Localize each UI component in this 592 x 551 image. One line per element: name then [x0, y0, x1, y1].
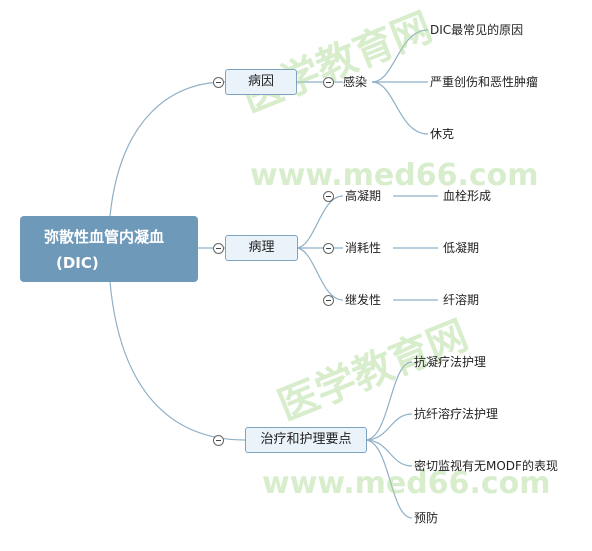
collapse-toggle-path-3[interactable]: [323, 295, 334, 306]
cause-item[interactable]: DIC最常见的原因: [430, 23, 524, 37]
pathology-detail[interactable]: 纤溶期: [443, 293, 480, 307]
pathology-stage[interactable]: 继发性: [345, 293, 382, 307]
pathology-detail[interactable]: 低凝期: [443, 241, 480, 255]
collapse-toggle-pathology[interactable]: [213, 243, 224, 254]
treatment-item[interactable]: 抗纤溶疗法护理: [414, 407, 499, 421]
connector-root-cause: [109, 81, 226, 217]
connector-root-treatment: [109, 281, 246, 441]
connector-treat-3: [364, 439, 413, 467]
connector-path-1: [295, 195, 344, 249]
cause-item[interactable]: 休克: [430, 127, 455, 141]
connector-treat-4: [364, 439, 413, 519]
collapse-toggle-path-2[interactable]: [323, 243, 334, 254]
pathology-detail[interactable]: 血栓形成: [443, 189, 492, 203]
watermark-url: www.med66.com: [250, 158, 539, 193]
connector-sub-3: [371, 81, 429, 135]
topic-treatment[interactable]: 治疗和护理要点: [245, 427, 367, 453]
root-title: 弥散性血管内凝血: [44, 228, 165, 246]
connector-path-3: [295, 247, 344, 301]
cause-item[interactable]: 严重创伤和恶性肿瘤: [430, 75, 539, 89]
topic-cause[interactable]: 病因: [225, 69, 297, 95]
treatment-item[interactable]: 预防: [414, 511, 439, 525]
root-abbrev: (DIC): [56, 254, 99, 272]
pathology-stage[interactable]: 高凝期: [345, 189, 382, 203]
pathology-stage[interactable]: 消耗性: [345, 241, 382, 255]
treatment-item[interactable]: 密切监视有无MODF的表现: [414, 459, 558, 473]
collapse-toggle-infection[interactable]: [323, 77, 334, 88]
treatment-item[interactable]: 抗凝疗法护理: [414, 355, 487, 369]
collapse-toggle-treatment[interactable]: [213, 435, 224, 446]
topic-pathology[interactable]: 病理: [225, 235, 298, 261]
connector-treat-1: [364, 361, 413, 441]
collapse-toggle-cause[interactable]: [213, 77, 224, 88]
connector-sub-1: [371, 29, 429, 83]
root-node[interactable]: 弥散性血管内凝血 (DIC): [20, 216, 198, 282]
connector-treat-2: [364, 413, 413, 441]
watermark-url: www.med66.com: [262, 466, 551, 501]
subtopic-infection[interactable]: 感染: [343, 75, 368, 89]
collapse-toggle-path-1[interactable]: [323, 191, 334, 202]
